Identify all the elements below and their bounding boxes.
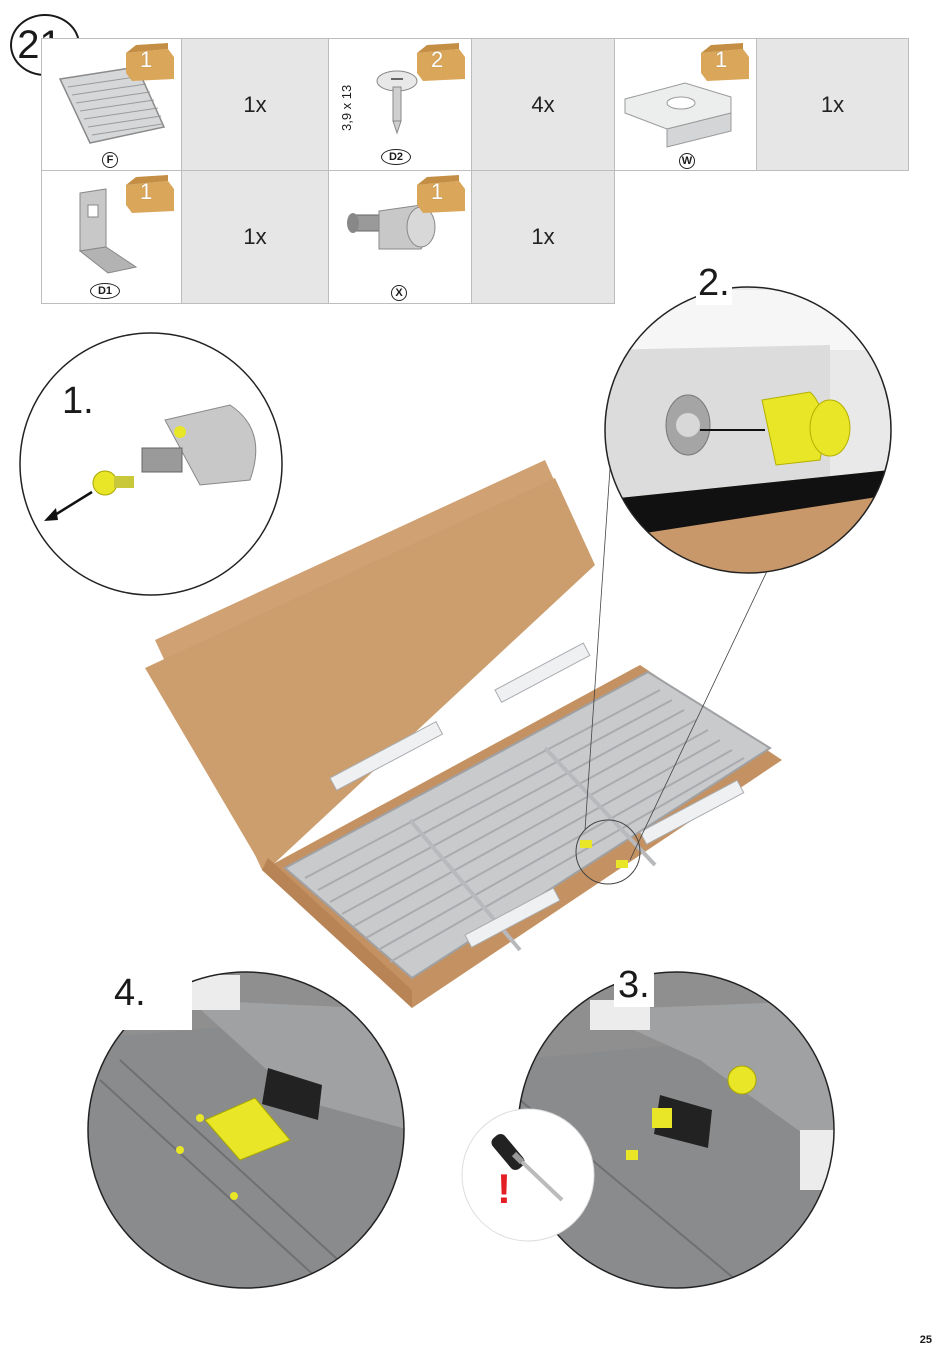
qty-cell: 1x [181, 38, 329, 171]
substep-2-label: 2. [696, 262, 732, 305]
part-label: W [679, 153, 695, 169]
substep-4-label: 4. [110, 972, 192, 1030]
substep-3-label: 3. [614, 964, 654, 1007]
part-cell-d2: 2 3,9 x 13 D2 [328, 38, 472, 171]
part-label: D2 [381, 149, 411, 165]
substep-1-label: 1. [62, 380, 94, 423]
lock-icon [347, 204, 436, 250]
part-label: X [391, 285, 407, 301]
tray-part-icon [58, 66, 166, 144]
box-icon: 1 [122, 175, 178, 215]
bracket-icon [624, 82, 732, 148]
box-icon: 1 [122, 43, 178, 83]
warning-icon: ! [497, 1165, 511, 1212]
screw-icon [376, 70, 418, 135]
box-icon: 1 [697, 43, 753, 83]
part-cell-x: 1 X [328, 170, 472, 304]
part-cell-w: 1 W [614, 38, 757, 171]
box-icon: 2 [413, 43, 469, 83]
page-number: 25 [919, 1334, 932, 1346]
angle-bracket-icon [78, 188, 138, 274]
qty-cell: 1x [471, 170, 615, 304]
part-label: D1 [90, 283, 120, 299]
qty-cell: 1x [756, 38, 909, 171]
box-icon: 1 [413, 175, 469, 215]
qty-cell: 4x [471, 38, 615, 171]
screwdriver-icon [491, 1133, 564, 1202]
part-cell-d1: 1 D1 [41, 170, 182, 304]
qty-cell: 1x [181, 170, 329, 304]
part-label: F [102, 152, 118, 168]
